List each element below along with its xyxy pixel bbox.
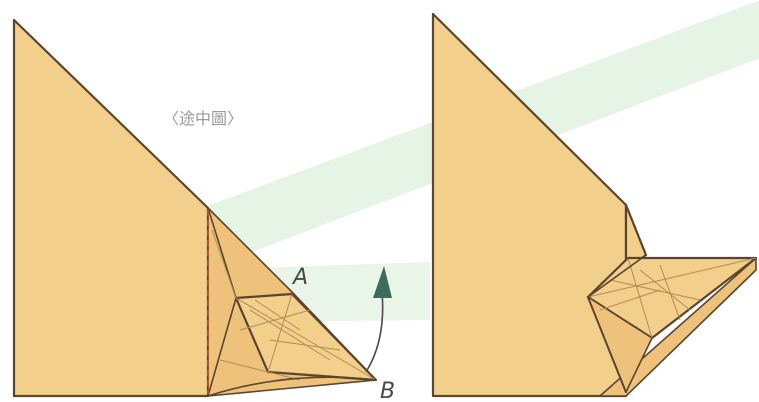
left-flap-creases xyxy=(211,229,377,381)
left-bottom-curve xyxy=(207,376,377,397)
right-flap-outline xyxy=(587,204,647,393)
lift-arrow-curve xyxy=(365,291,384,373)
figure-in-progress: A B 〈途中圖〉 xyxy=(12,18,395,402)
left-main-paper xyxy=(12,18,210,398)
right-flap-creases xyxy=(587,257,757,339)
in-progress-caption: 〈途中圖〉 xyxy=(163,109,243,128)
point-a-label: A xyxy=(291,265,308,290)
figure-result xyxy=(431,12,758,398)
point-b-label: B xyxy=(380,379,395,402)
lift-arrow-head xyxy=(373,266,392,298)
